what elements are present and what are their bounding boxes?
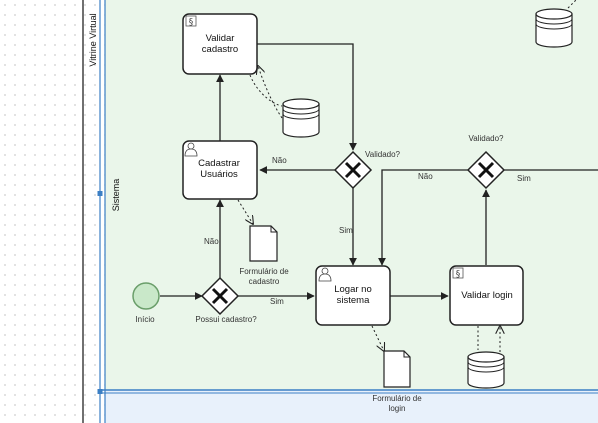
exclusive-x-icon [477, 161, 495, 179]
flow-label-nao: Não [418, 172, 433, 181]
assoc-logar-formulario [371, 325, 384, 351]
flow-label-sim: Sim [517, 174, 531, 183]
task-validar-login[interactable]: § Validar login [449, 265, 524, 326]
task-label: Validar [206, 33, 235, 44]
task-label: Validar login [461, 290, 513, 301]
task-label: Logar no [334, 284, 372, 295]
assoc-validar-db [249, 74, 283, 107]
gear-icon: § [452, 267, 464, 280]
gateway-validado-cadastro[interactable] [333, 150, 373, 190]
database-icon[interactable] [535, 8, 573, 48]
lane-label-sistema: Sistema [111, 179, 121, 212]
document-label: login [389, 404, 406, 413]
flow-label-nao: Não [204, 237, 219, 246]
start-event-label: Início [135, 315, 155, 324]
document-label: cadastro [249, 277, 280, 286]
svg-text:§: § [456, 270, 461, 280]
task-label: sistema [337, 295, 370, 306]
flow-label-nao: Não [272, 156, 287, 165]
task-label: Cadastrar [198, 158, 240, 169]
assoc-db-validar [258, 66, 283, 119]
task-logar-sistema[interactable]: Logar no sistema [315, 265, 391, 326]
lane-resize-handle[interactable] [97, 191, 103, 196]
task-label: cadastro [202, 44, 238, 55]
task-cadastrar-usuarios[interactable]: Cadastrar Usuários [182, 140, 258, 200]
lane-resize-handle[interactable] [97, 389, 103, 394]
document-label: Formulário de [372, 394, 422, 403]
gateway-label-validado-1: Validado? [365, 150, 401, 159]
task-label: Usuários [200, 169, 238, 180]
gear-icon: § [185, 15, 197, 28]
exclusive-x-icon [211, 287, 229, 305]
user-icon [318, 267, 332, 282]
document-icon[interactable] [383, 350, 411, 388]
gateway-label-possui-cadastro: Possui cadastro? [195, 315, 257, 324]
flow-label-sim: Sim [270, 297, 284, 306]
database-icon[interactable] [467, 351, 505, 389]
gateway-possui-cadastro[interactable] [200, 276, 240, 316]
assoc-top-db [567, 0, 577, 9]
exclusive-x-icon [344, 161, 362, 179]
flow-label-sim: Sim [339, 226, 353, 235]
start-event[interactable] [132, 282, 160, 310]
lane-sistema-area [105, 0, 598, 390]
flow-validar-gateway[interactable] [257, 43, 357, 151]
lane-label-vitrine: Vitrine Virtual [88, 13, 98, 66]
gateway-label-validado-2: Validado? [469, 134, 505, 143]
svg-text:§: § [189, 18, 194, 28]
document-icon[interactable] [249, 225, 278, 262]
assoc-cadastrar-formulario [237, 199, 253, 224]
task-validar-cadastro[interactable]: § Validar cadastro [182, 13, 258, 75]
document-label: Formulário de [239, 267, 289, 276]
database-icon[interactable] [282, 98, 320, 138]
lane-bottom-area [105, 390, 598, 423]
user-icon [184, 142, 198, 157]
gateway-validado-login[interactable] [466, 150, 506, 190]
flow-nao-logar[interactable] [378, 169, 468, 266]
